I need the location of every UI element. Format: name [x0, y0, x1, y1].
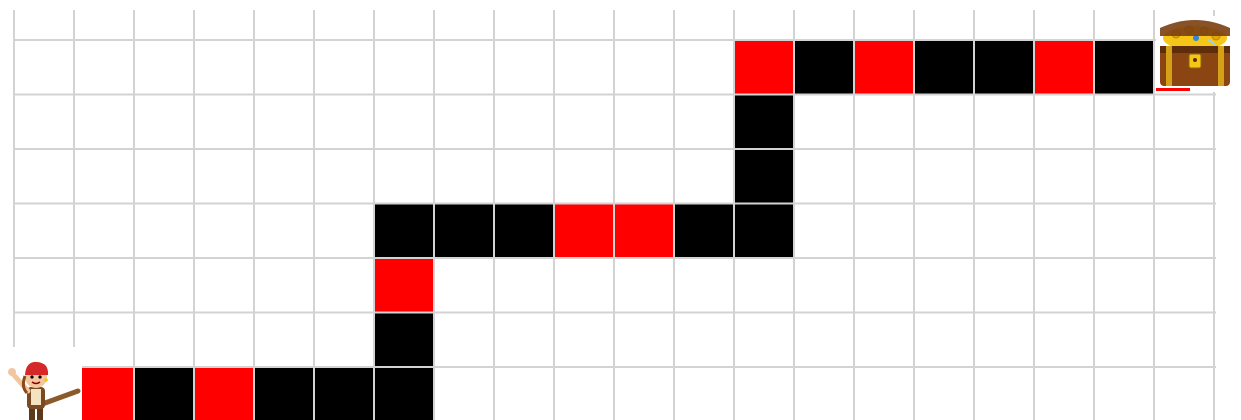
path-tile-black — [915, 41, 973, 94]
path-tile-black — [375, 205, 433, 258]
path-tile-red — [375, 259, 433, 312]
path-tile-black — [735, 205, 793, 258]
path-tile-black — [495, 205, 553, 258]
path-tile-red — [1035, 41, 1093, 94]
path-tile-black — [135, 368, 193, 420]
path-tile-black — [375, 314, 433, 367]
path-tile-red — [195, 368, 253, 420]
pirate-icon — [4, 347, 82, 420]
path-tile-black — [975, 41, 1033, 94]
path-tile-black — [1095, 41, 1153, 94]
path-tile-black — [735, 150, 793, 203]
path-tile-red — [615, 205, 673, 258]
path-tile-black — [735, 96, 793, 149]
path-tile-red — [735, 41, 793, 94]
path-tile-red — [555, 205, 613, 258]
path-tile-red — [75, 368, 133, 420]
path-tile-black — [375, 368, 433, 420]
path-tile-black — [315, 368, 373, 420]
path-tile-black — [255, 368, 313, 420]
path-tile-black — [795, 41, 853, 94]
path-tile-red — [855, 41, 913, 94]
path-tile-black — [435, 205, 493, 258]
treasure-chest-icon — [1156, 16, 1234, 92]
path-tile-black — [675, 205, 733, 258]
